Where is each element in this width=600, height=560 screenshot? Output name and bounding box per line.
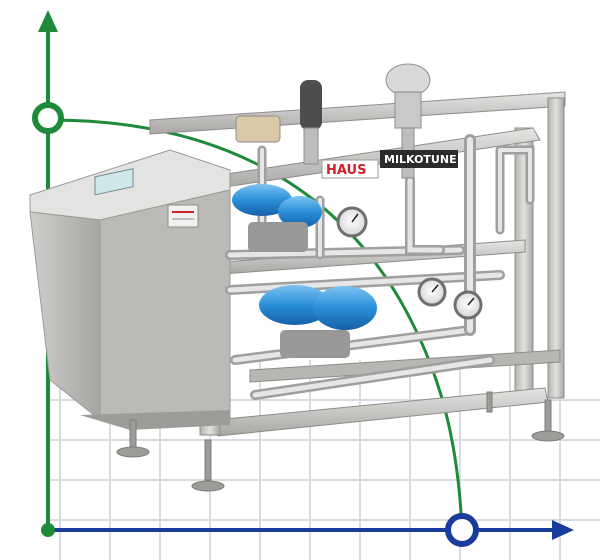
- ring-marker-icon: [32, 102, 64, 134]
- brand-label: HAUS: [326, 163, 366, 178]
- machine-feet: [116, 391, 565, 492]
- warning-label: [167, 204, 199, 228]
- arrow-right-icon: [552, 520, 574, 540]
- lower-pump: [259, 285, 377, 358]
- green-arc: [49, 118, 464, 531]
- display-screen: [94, 168, 134, 196]
- pipework: [225, 134, 535, 400]
- pressure-gauges: [336, 206, 483, 320]
- brand-plate: HAUS MILKOTUNE: [321, 150, 458, 179]
- arrow-up-icon: [38, 10, 58, 32]
- upper-pump: [232, 184, 322, 252]
- control-cabinet: [29, 149, 231, 430]
- model-label: MILKOTUNE: [384, 153, 457, 166]
- origin-dot: [41, 523, 55, 537]
- ring-marker-icon: [445, 513, 479, 547]
